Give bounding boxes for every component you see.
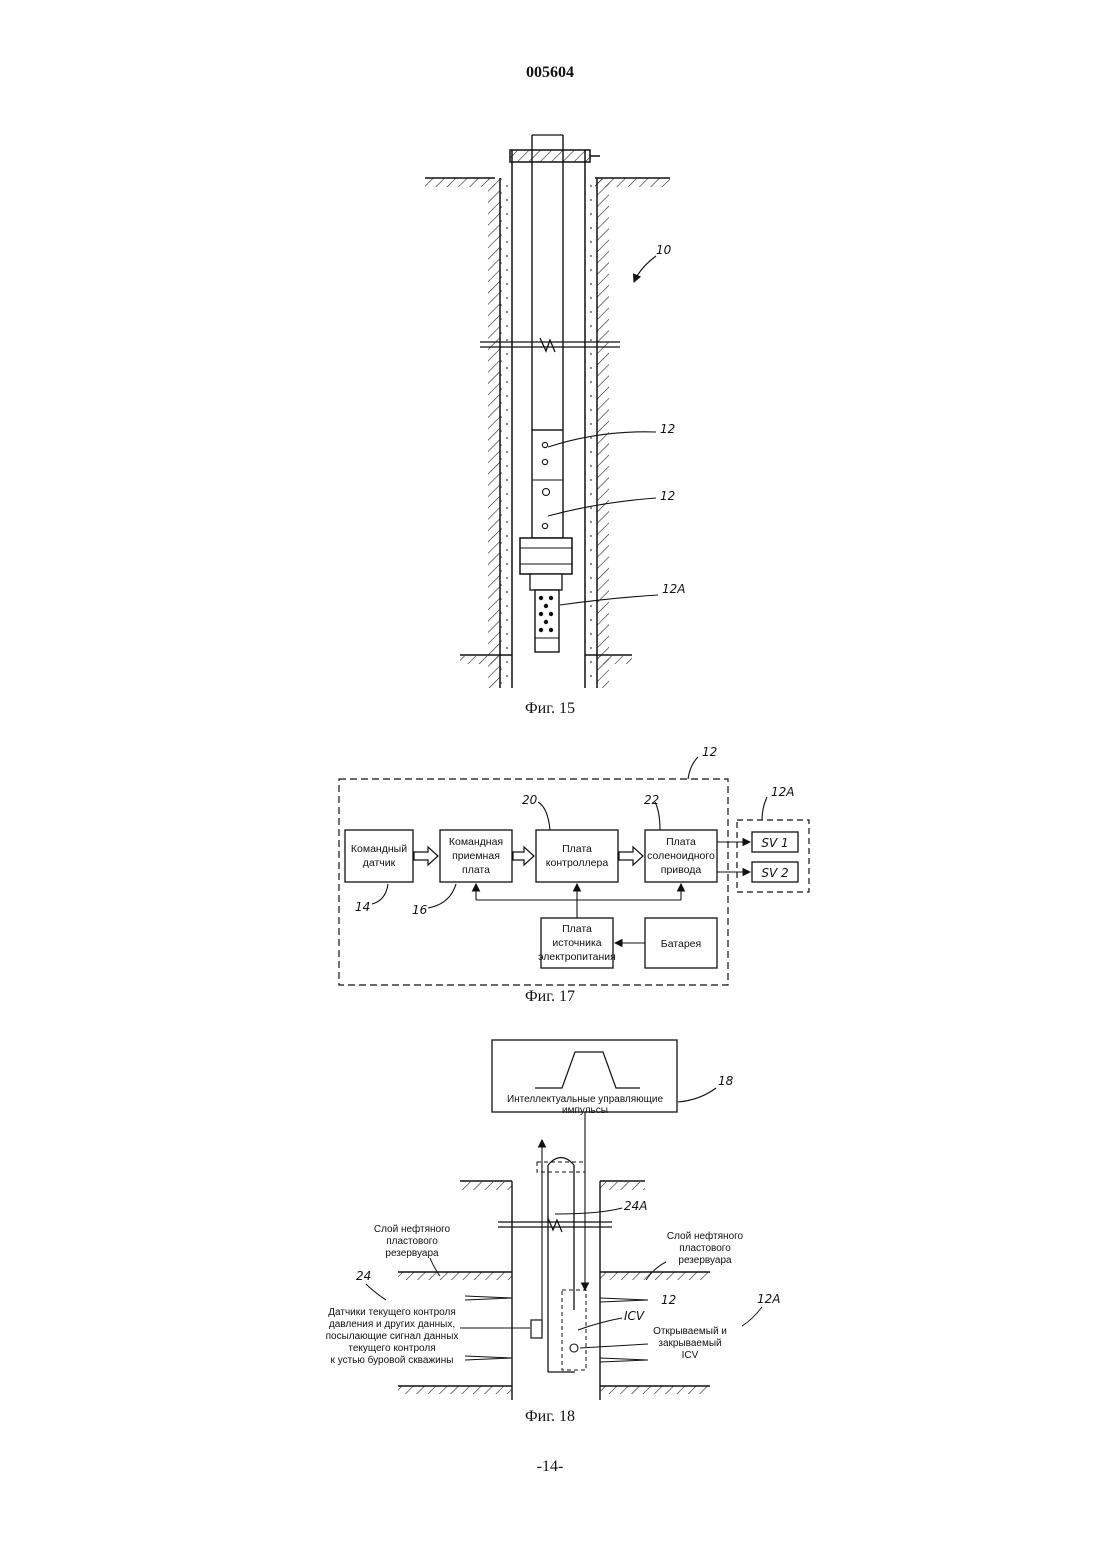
ref-20: 20 — [522, 793, 538, 807]
sensors-line5: к устью буровой скважины — [331, 1354, 454, 1366]
sensors-line1: Датчики текущего контроля — [328, 1307, 456, 1318]
ref-16: 16 — [412, 903, 428, 917]
ref-12A: 12A — [757, 1292, 780, 1306]
figure-18-well-diagram: Интеллектуальные управляющие импульсы 18… — [326, 1040, 781, 1400]
sensors-line2: давления и других данных, — [329, 1319, 455, 1330]
ref-12-upper: 12 — [660, 422, 675, 436]
solenoid-line3: привода — [661, 864, 702, 876]
cmd-receiver-line2: приемная — [452, 850, 500, 862]
figure-17-block-diagram: 12 12A Командный датчик Командная приемн… — [339, 745, 809, 985]
figure-17-caption: Фиг. 17 — [0, 988, 1100, 1006]
ref-24A: 24A — [624, 1199, 647, 1213]
power-line3: электропитания — [538, 951, 616, 963]
layer-left-line3: резервуара — [385, 1248, 439, 1259]
ref-10: 10 — [656, 243, 672, 257]
controller-line2: контроллера — [546, 857, 609, 869]
power-line1: Плата — [562, 923, 592, 935]
ref-12: 12 — [702, 745, 717, 759]
layer-left-line1: Слой нефтяного — [374, 1223, 451, 1235]
ref-12A: 12A — [662, 582, 685, 596]
layer-left-line2: пластового — [386, 1236, 438, 1247]
figure-18-caption: Фиг. 18 — [0, 1408, 1100, 1426]
valve-line1: Открываемый и — [653, 1326, 727, 1337]
power-line2: источника — [552, 937, 601, 949]
valve-line3: ICV — [682, 1350, 699, 1361]
battery-label: Батарея — [661, 938, 701, 950]
sv2-label: SV 2 — [761, 866, 788, 880]
layer-right-line3: резервуара — [678, 1255, 732, 1266]
ref-14: 14 — [355, 900, 370, 914]
cmd-sensor-line2: датчик — [363, 857, 396, 869]
figure-15-well-diagram: 10 12 12 12A — [425, 135, 685, 688]
cmd-receiver-line1: Командная — [449, 836, 503, 848]
layer-right-line2: пластового — [679, 1243, 731, 1254]
icv-label: ICV — [624, 1309, 645, 1323]
cmd-receiver-line3: плата — [462, 864, 490, 876]
ref-24: 24 — [356, 1269, 371, 1283]
controller-line1: Плата — [562, 843, 592, 855]
layer-right-line1: Слой нефтяного — [667, 1230, 744, 1242]
ref-22: 22 — [644, 793, 659, 807]
cmd-sensor-line1: Командный — [351, 843, 407, 855]
valve-line2: закрываемый — [658, 1338, 721, 1349]
ref-18: 18 — [718, 1074, 734, 1088]
ref-12: 12 — [661, 1293, 676, 1307]
sv1-label: SV 1 — [761, 836, 788, 850]
sensors-line4: текущего контроля — [348, 1343, 435, 1354]
figure-15-caption: Фиг. 15 — [0, 700, 1100, 718]
sensors-line3: посылающие сигнал данных — [326, 1331, 459, 1342]
ref-12-lower: 12 — [660, 489, 675, 503]
solenoid-line1: Плата — [666, 836, 696, 848]
solenoid-line2: соленоидного — [647, 850, 715, 862]
pulse-box-line1: Интеллектуальные управляющие — [507, 1094, 664, 1105]
ref-12A: 12A — [771, 785, 794, 799]
page-number: -14- — [0, 1458, 1100, 1476]
